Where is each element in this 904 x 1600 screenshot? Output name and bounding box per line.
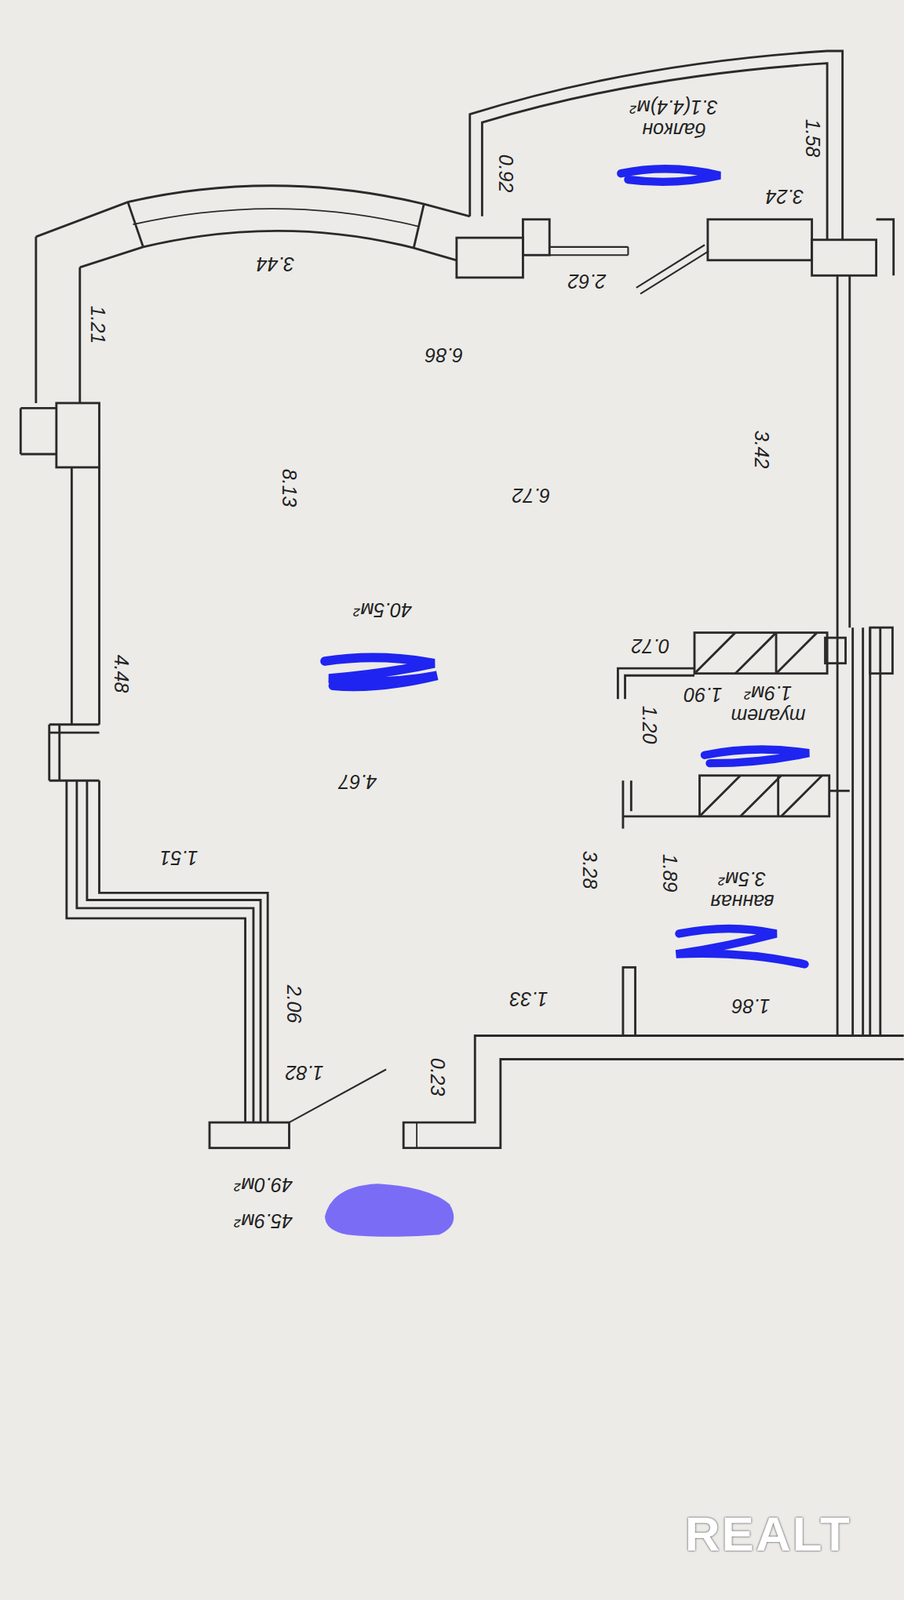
dimension-label: 1.20	[638, 706, 659, 745]
total-area: 45.9м²	[234, 1210, 293, 1231]
dimension-label: 1.90	[683, 685, 722, 705]
dimension-label: 1.33	[510, 989, 549, 1010]
dimension-label: 3.44	[256, 253, 296, 274]
dimension-label: 1.51	[159, 848, 198, 868]
dimension-label: 2.06	[283, 984, 303, 1024]
dimension-label: 1.82	[285, 1062, 325, 1083]
room-label: балкон3.1(4.4)м²	[626, 94, 722, 143]
total-area: 49.0м²	[234, 1174, 293, 1195]
dimension-label: 3.42	[750, 430, 771, 469]
room-label: туалет1.9м²	[727, 680, 809, 730]
dimension-label: 1.21	[87, 306, 107, 345]
watermark: REALT	[685, 1510, 852, 1560]
dimension-label: 4.67	[338, 771, 377, 791]
room-name: ванная	[710, 890, 775, 914]
room-area: 40.5м²	[353, 599, 412, 623]
dimension-label: 6.86	[425, 344, 464, 365]
dimension-label: 4.48	[110, 655, 131, 694]
dimension-label: 1.89	[659, 854, 679, 894]
dimension-label: 1.58	[801, 118, 822, 157]
dimension-label: 1.86	[731, 996, 770, 1017]
room-area: 3.1(4.4)м²	[630, 95, 719, 119]
dimension-label: 0.23	[427, 1058, 448, 1098]
room-label: 40.5м²	[350, 597, 416, 624]
dimension-label: 6.72	[512, 485, 551, 506]
dimension-label: 3.28	[579, 851, 600, 890]
dimension-label: 0.92	[495, 154, 516, 194]
dimension-label: 2.62	[568, 270, 607, 291]
dimension-label: 8.13	[279, 469, 299, 508]
room-label: ванная3.5м²	[707, 866, 778, 915]
dimension-label: 0.72	[631, 635, 671, 656]
room-area: 3.5м²	[710, 867, 775, 891]
room-name: балкон	[630, 118, 719, 142]
room-name: туалет	[730, 704, 806, 728]
room-area: 1.9м²	[730, 681, 806, 705]
dimension-label: 3.24	[765, 185, 804, 206]
